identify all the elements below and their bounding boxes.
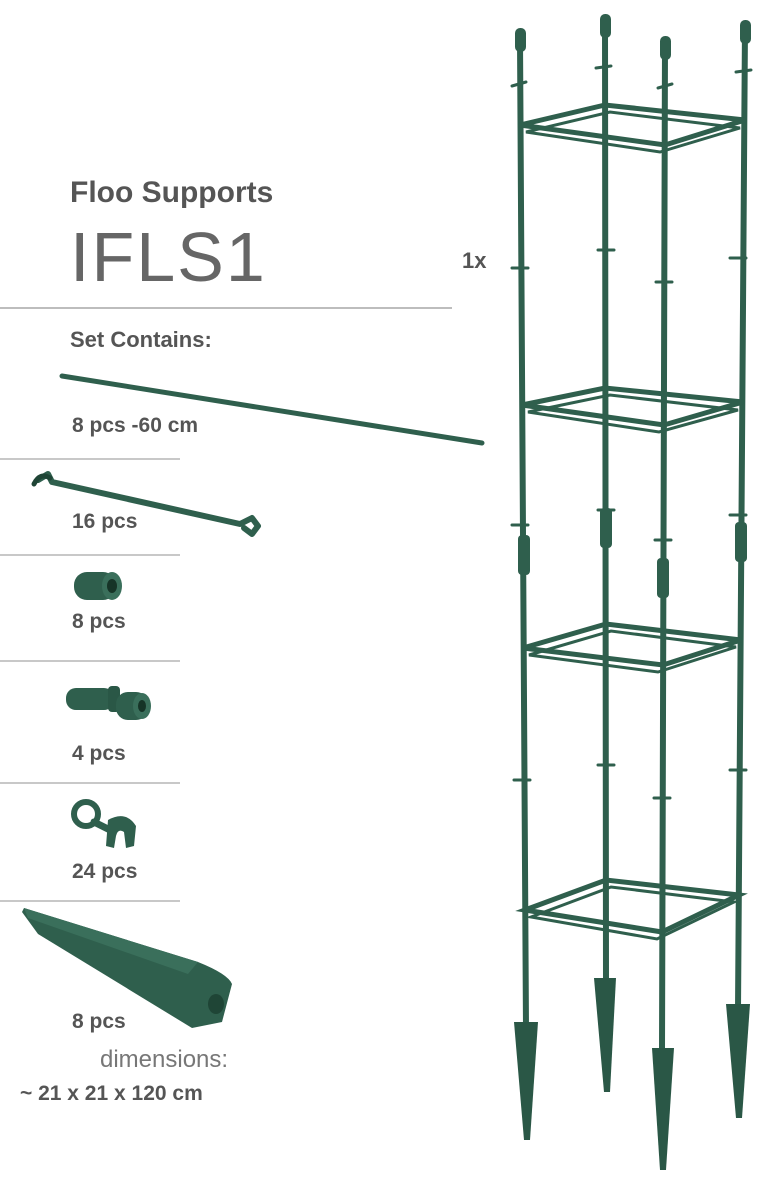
part-label-top-cap: 4 pcs bbox=[72, 742, 126, 765]
part-label-crossbar: 16 pcs bbox=[72, 510, 138, 533]
brand-name: Floo Supports bbox=[70, 176, 274, 209]
part-label-connector: 8 pcs bbox=[72, 610, 126, 633]
quantity-badge: 1x bbox=[462, 248, 487, 273]
part-divider bbox=[0, 458, 180, 460]
assembled-support-tower bbox=[510, 14, 753, 1170]
part-divider bbox=[0, 554, 180, 556]
part-divider bbox=[0, 900, 180, 902]
crossbar-icon bbox=[31, 471, 261, 537]
connector-sleeve-icon bbox=[74, 572, 122, 600]
part-divider bbox=[0, 782, 180, 784]
header-divider bbox=[0, 307, 452, 309]
model-code: IFLS1 bbox=[70, 218, 267, 296]
dimensions-value: ~ 21 x 21 x 120 cm bbox=[20, 1082, 203, 1105]
dimensions-label: dimensions: bbox=[100, 1046, 229, 1073]
set-contains-title: Set Contains: bbox=[70, 327, 212, 352]
part-label-ground-spike: 8 pcs bbox=[72, 1010, 126, 1033]
ring-clip-icon bbox=[71, 799, 136, 848]
top-cap-icon bbox=[66, 686, 151, 720]
part-divider bbox=[0, 660, 180, 662]
part-label-rod: 8 pcs -60 cm bbox=[72, 414, 199, 437]
ground-spike-icon bbox=[22, 908, 232, 1028]
part-label-clip: 24 pcs bbox=[72, 860, 138, 883]
